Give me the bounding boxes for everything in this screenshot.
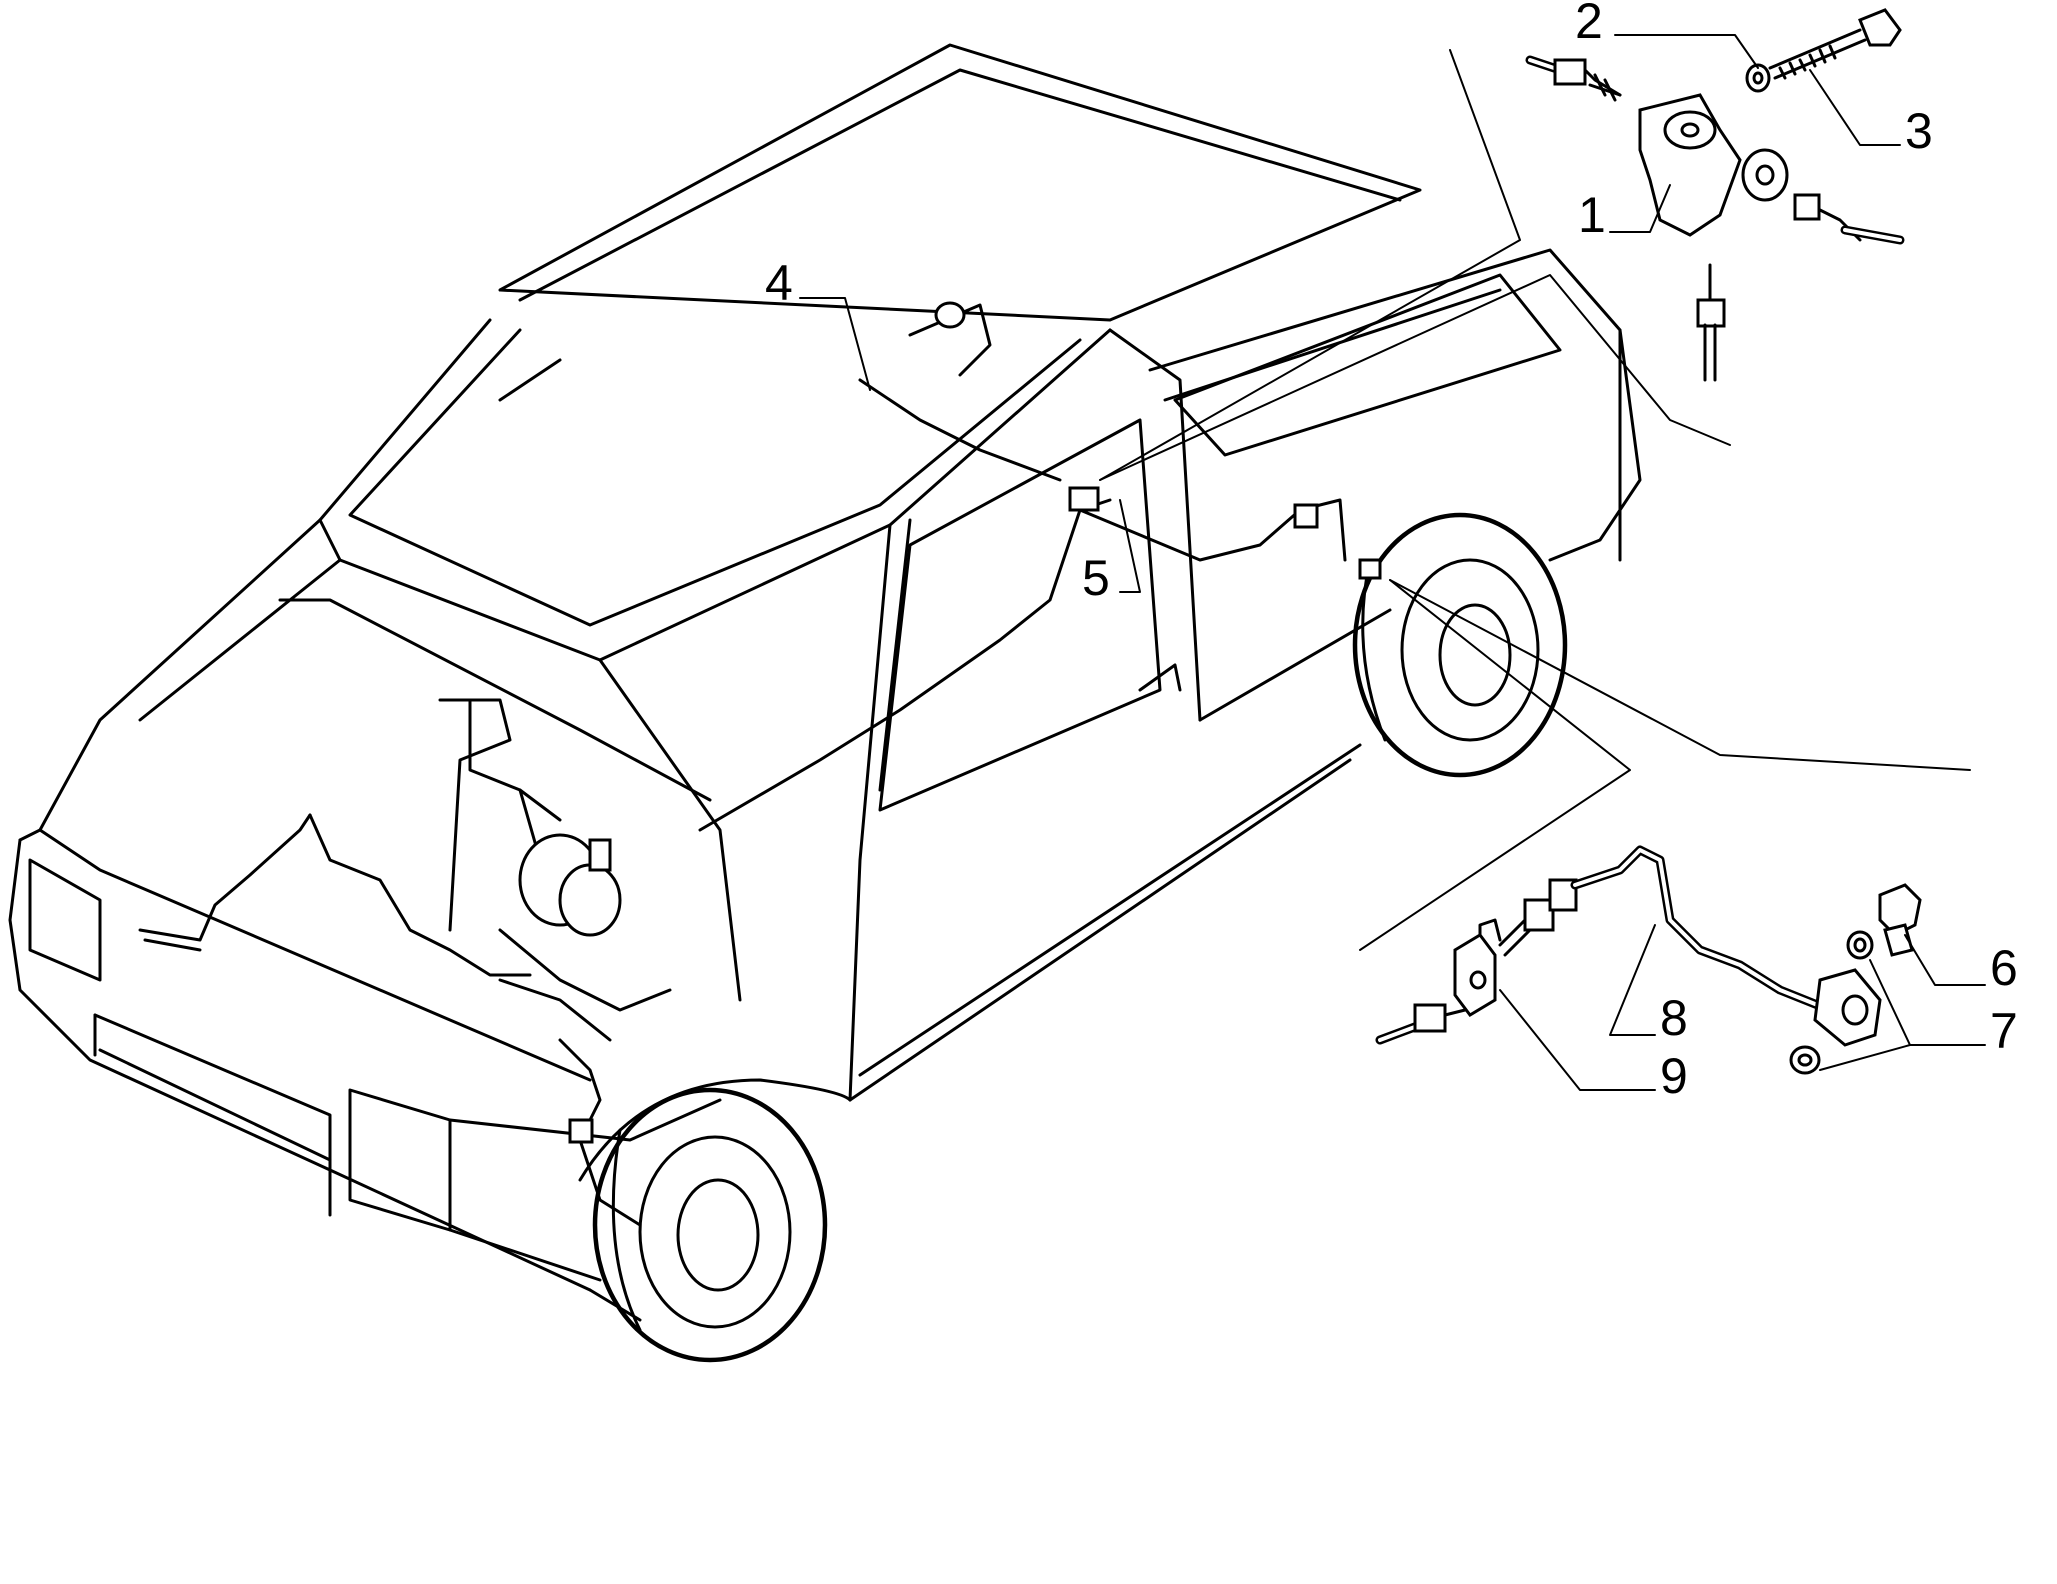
callout-5: 5 — [1082, 550, 1110, 606]
leader-lines — [1099, 49, 1971, 951]
rear-wheel — [1352, 512, 1568, 778]
car-body-outline — [8, 43, 1642, 1322]
callout-7: 7 — [1990, 1003, 2018, 1059]
callout-9: 9 — [1660, 1048, 1688, 1104]
callout-8: 8 — [1660, 990, 1688, 1046]
front-wheel — [592, 1087, 828, 1363]
hose-bracket-detail — [1375, 845, 1922, 1075]
callout-3: 3 — [1905, 103, 1933, 159]
t-fitting-detail — [1525, 8, 1905, 382]
callout-labels: 1 2 3 4 5 6 7 8 9 — [765, 0, 2018, 1104]
callout-4: 4 — [765, 255, 793, 311]
callout-2: 2 — [1575, 0, 1603, 49]
callout-1: 1 — [1578, 187, 1606, 243]
callout-6: 6 — [1990, 940, 2018, 996]
brake-pipe-network — [138, 301, 1382, 1227]
callout-leaders — [799, 34, 1986, 1091]
